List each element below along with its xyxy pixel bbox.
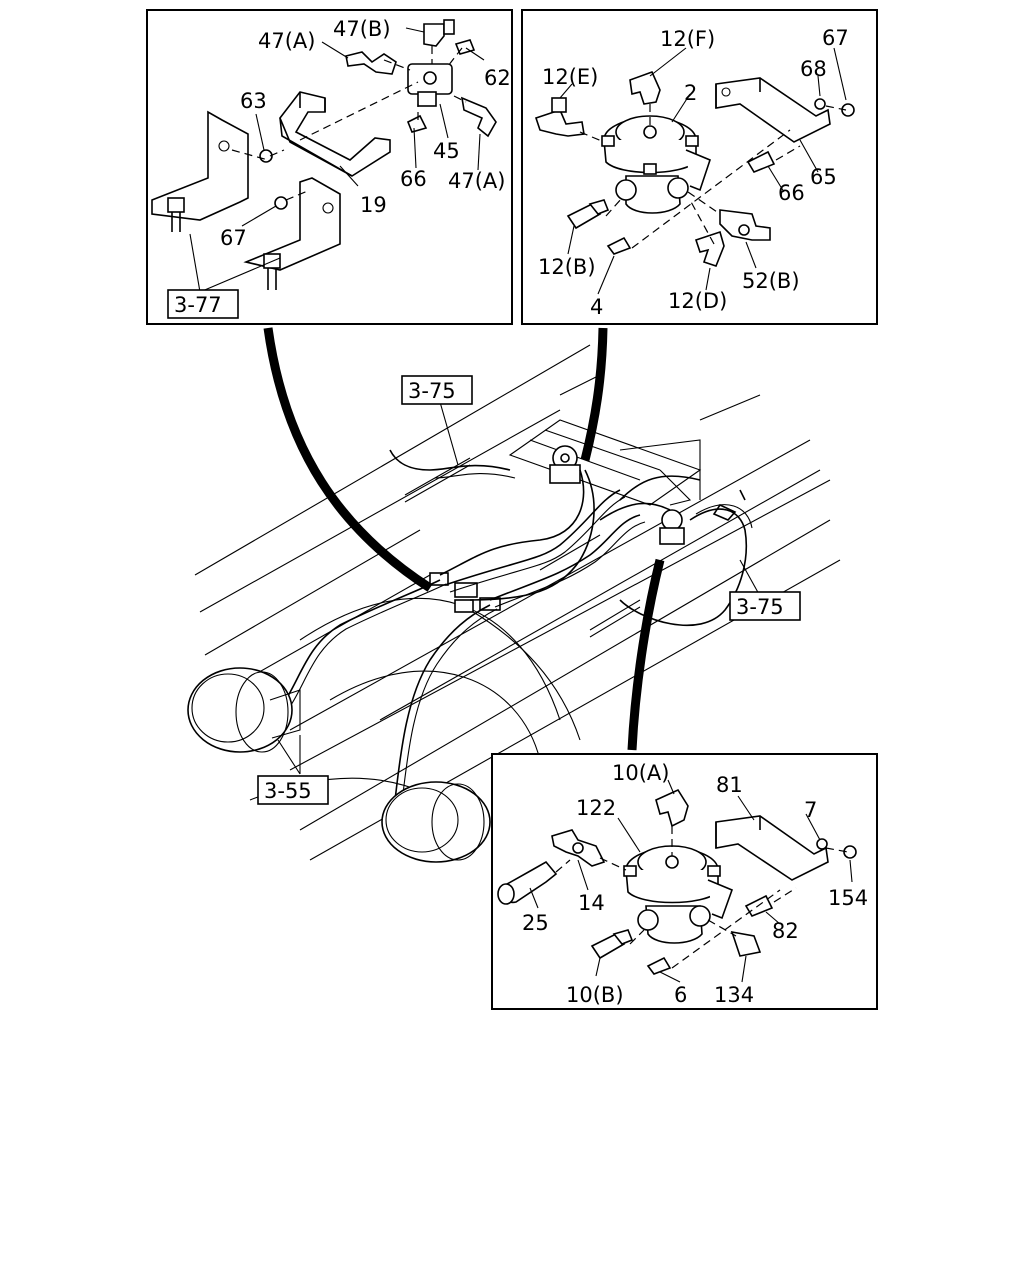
label-12f: 12(F) — [660, 27, 715, 51]
label-81: 81 — [716, 773, 743, 797]
label-25: 25 — [522, 911, 549, 935]
label-14: 14 — [578, 891, 605, 915]
label-67: 67 — [220, 226, 247, 250]
label-82: 82 — [772, 919, 799, 943]
label-10a: 10(A) — [612, 761, 669, 785]
left-air-spring — [187, 667, 301, 753]
label-154: 154 — [828, 886, 868, 910]
label-67: 67 — [822, 26, 849, 50]
main-view-refs: 3-75 3-75 3-55 — [257, 375, 801, 805]
label-62: 62 — [484, 66, 511, 90]
ref-3-75-top: 3-75 — [408, 379, 456, 403]
detail-top-left: 47(A) 47(B) 62 63 45 66 47(A) 19 67 3-77 — [146, 9, 513, 325]
label-47a-right: 47(A) — [448, 169, 505, 193]
label-12d: 12(D) — [668, 289, 727, 313]
ref-3-55: 3-55 — [264, 779, 312, 803]
label-134: 134 — [714, 983, 754, 1007]
detail-bottom: 10(A) 81 122 7 14 154 25 82 10(B) 6 134 — [491, 753, 878, 1010]
label-122: 122 — [576, 796, 616, 820]
callout-leaders — [263, 327, 665, 751]
label-12e: 12(E) — [542, 65, 598, 89]
label-45: 45 — [433, 139, 460, 163]
label-68: 68 — [800, 57, 827, 81]
label-47b: 47(B) — [333, 17, 391, 41]
label-6: 6 — [674, 983, 687, 1007]
label-12b: 12(B) — [538, 255, 596, 279]
label-7: 7 — [804, 798, 817, 822]
ref-3-75-right: 3-75 — [736, 595, 784, 619]
label-10b: 10(B) — [566, 983, 624, 1007]
label-2: 2 — [684, 81, 697, 105]
label-4: 4 — [590, 295, 603, 319]
label-66: 66 — [400, 167, 427, 191]
label-19: 19 — [360, 193, 387, 217]
label-52b: 52(B) — [742, 269, 800, 293]
main-chassis-view — [187, 344, 841, 863]
label-66: 66 — [778, 181, 805, 205]
label-63: 63 — [240, 89, 267, 113]
detail-top-right: 12(F) 67 12(E) 2 68 65 66 12(B) 4 12(D) … — [521, 9, 878, 325]
right-air-spring — [381, 781, 491, 863]
label-47a-top: 47(A) — [258, 29, 315, 53]
label-65: 65 — [810, 165, 837, 189]
ref-3-77: 3-77 — [174, 293, 222, 317]
